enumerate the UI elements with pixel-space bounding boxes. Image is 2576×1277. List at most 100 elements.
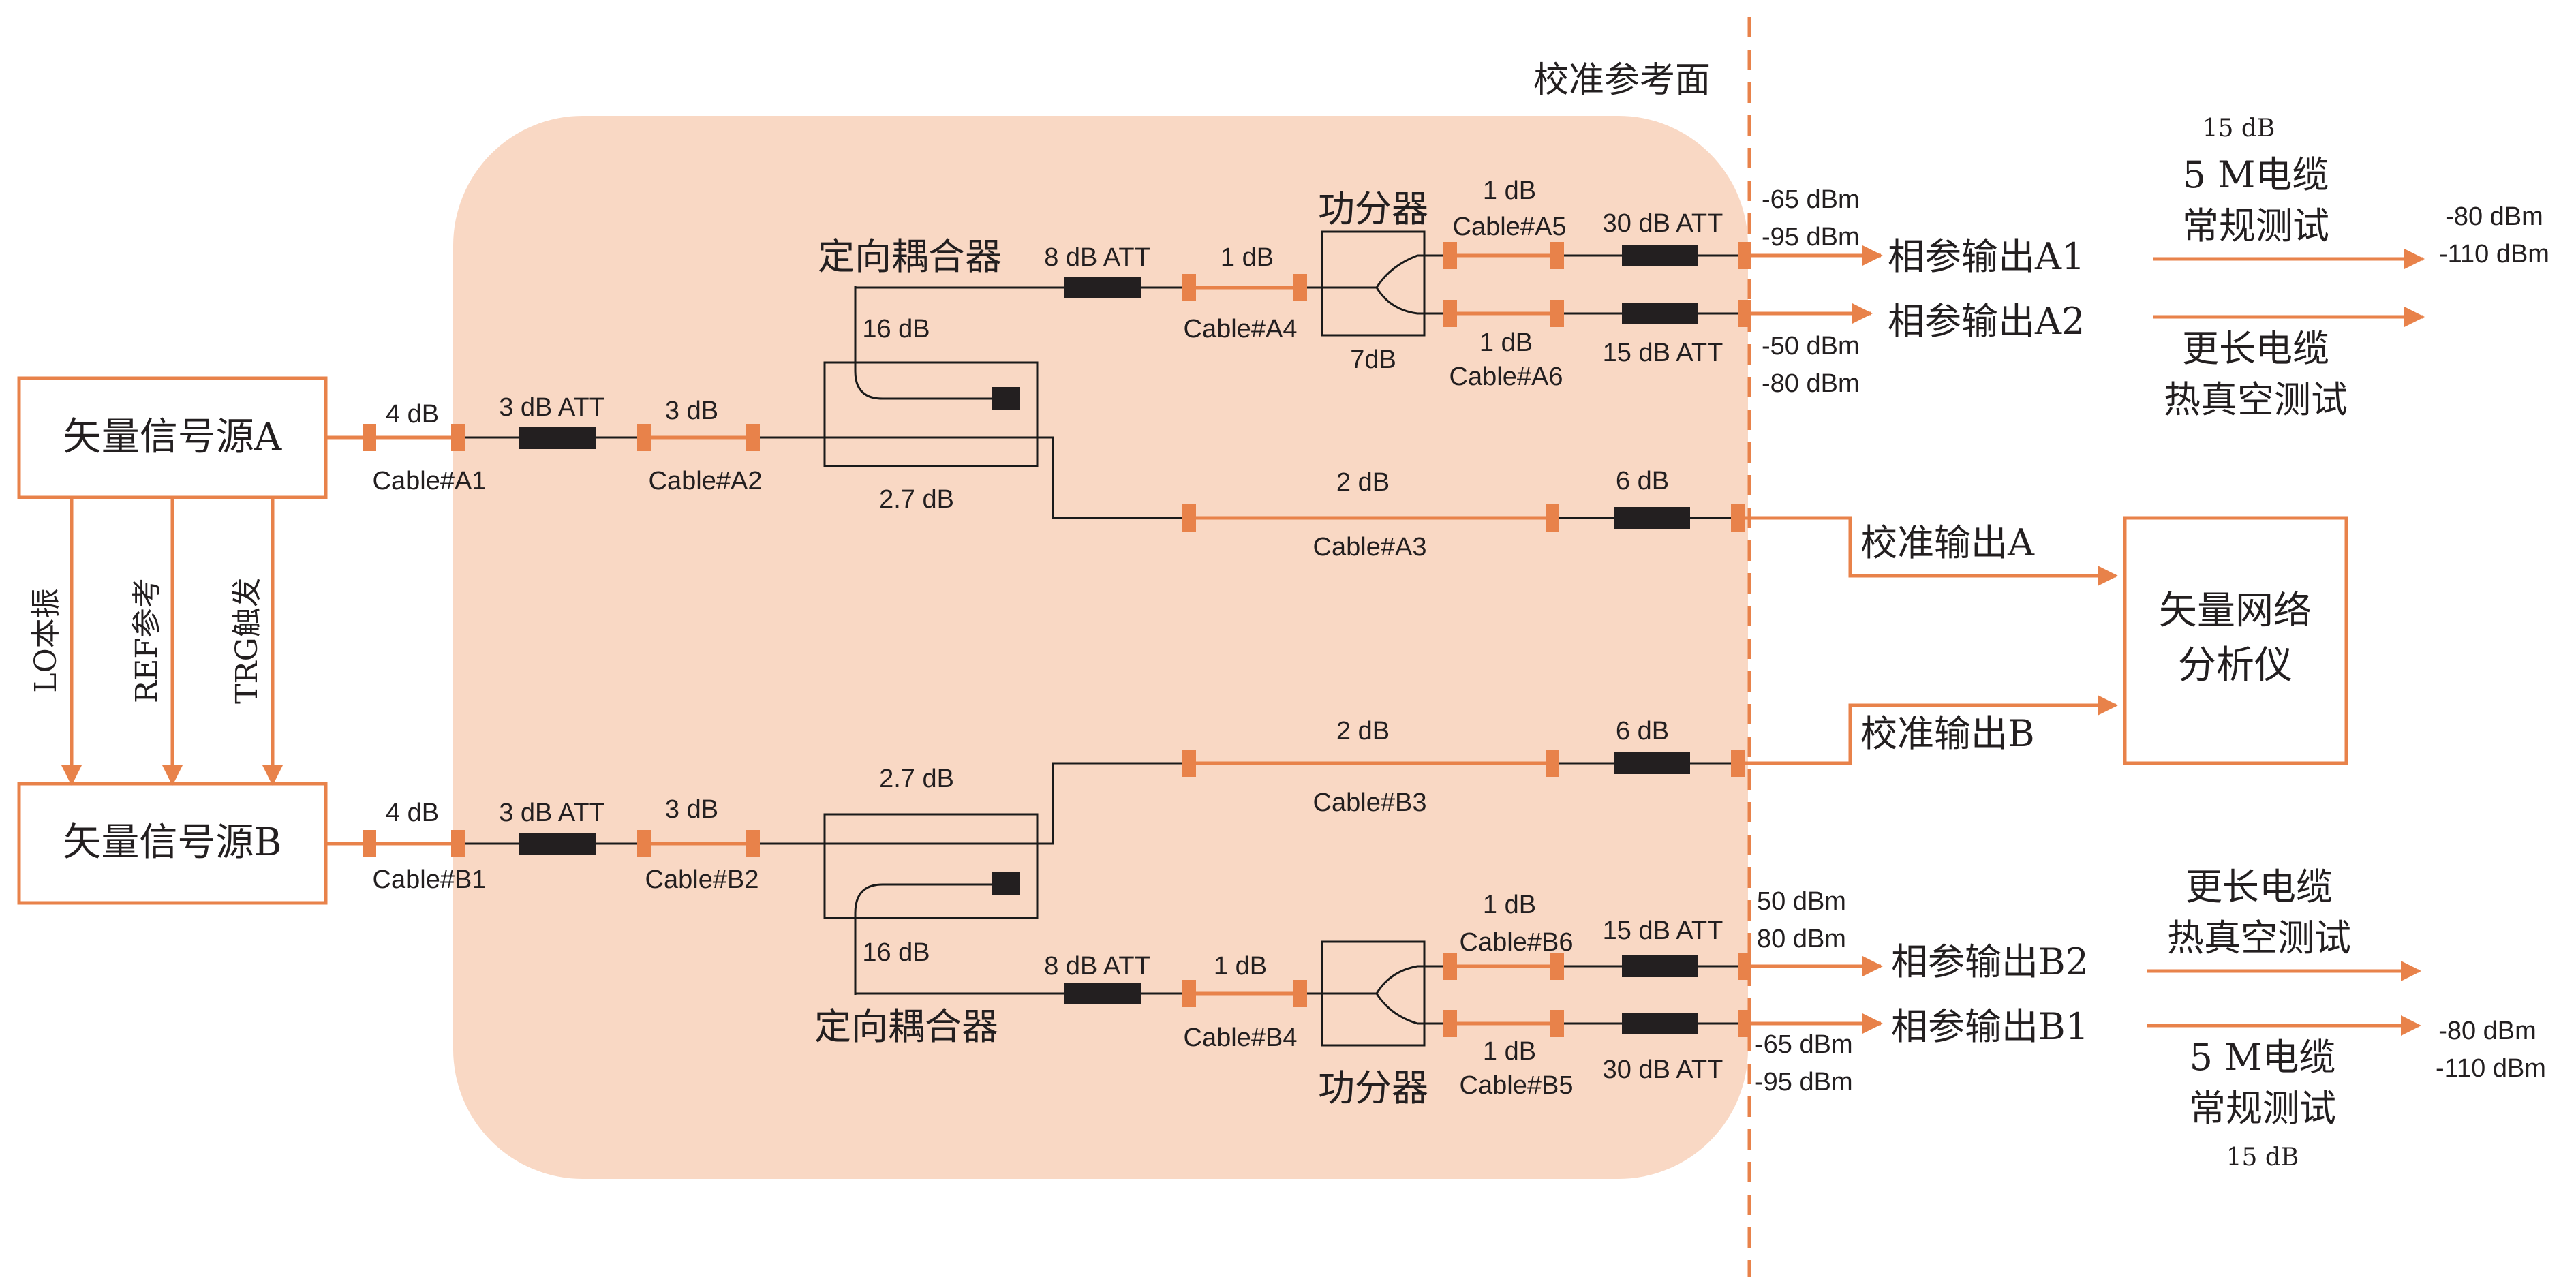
cable-b3-label: Cable#B3 [1313, 788, 1427, 817]
splitter-b-box [1321, 940, 1426, 1047]
att-a6-label: 15 dB ATT [1603, 339, 1723, 367]
cable5m-b-line1: 5 M电缆 [2190, 1036, 2336, 1079]
connector [1731, 750, 1745, 777]
vna-label-line1: 矢量网络 [2159, 589, 2312, 633]
cable-a3-loss: 2 dB [1336, 468, 1390, 497]
reference-plane-label: 校准参考面 [1533, 60, 1711, 101]
att-b3-label: 6 dB [1616, 717, 1669, 745]
att-b1-label: 3 dB ATT [499, 799, 605, 827]
connector [1738, 242, 1751, 269]
connector [1182, 980, 1196, 1007]
out-b1-power-1: -65 dBm [1755, 1030, 1853, 1059]
attenuator-8db-b [1064, 983, 1141, 1004]
coupler-a-through-loss: 2.7 dB [879, 485, 954, 514]
splitter-a-loss: 7dB [1350, 345, 1396, 374]
cal-out-a-arrow [1745, 516, 2118, 586]
cable-a6-label: Cable#A6 [1450, 363, 1563, 391]
cable-a2-label: Cable#A2 [649, 467, 763, 495]
coupler-b-coupled-arm [854, 883, 992, 995]
cable-b6-loss: 1 dB [1483, 891, 1536, 919]
out-a2-power-2: -80 dBm [1762, 369, 1860, 398]
connector [1550, 242, 1564, 269]
coupler-b-label: 定向耦合器 [814, 1005, 998, 1048]
cal-out-a-label: 校准输出A [1860, 521, 2035, 564]
connector [1738, 953, 1751, 980]
connector [1546, 504, 1559, 532]
line [1037, 762, 1189, 845]
splitter-a-arms [1339, 254, 1452, 315]
source-b-box [17, 782, 328, 905]
out-b2-power-1: 50 dBm [1757, 887, 1846, 916]
attenuator-6db-b [1614, 752, 1690, 774]
longer-b-line1: 更长电缆 [2186, 865, 2333, 908]
connector [1443, 300, 1457, 327]
final-a-power-2: -110 dBm [2439, 240, 2549, 268]
vna-box [2123, 516, 2348, 765]
attenuator-30db-a [1622, 245, 1698, 266]
out-b1-power-2: -95 dBm [1755, 1068, 1853, 1096]
source-a-box [17, 376, 328, 499]
connector [1731, 504, 1745, 532]
final-b-power-2: -110 dBm [2436, 1054, 2546, 1083]
cable5m-b-loss: 15 dB [2226, 1143, 2299, 1171]
cable-b4-loss: 1 dB [1214, 952, 1267, 981]
connector [363, 424, 376, 451]
connector [1182, 274, 1196, 301]
cal-out-b-label: 校准输出B [1860, 712, 2035, 755]
cable-b2-label: Cable#B2 [645, 865, 759, 894]
cable5m-a-line2: 常规测试 [2182, 204, 2329, 247]
out-a1-power-2: -95 dBm [1762, 223, 1860, 251]
cable-b6-label: Cable#B6 [1460, 928, 1574, 957]
longer-a-line2: 热真空测试 [2164, 378, 2348, 421]
connector [1182, 750, 1196, 777]
out-a1-label: 相参输出A1 [1888, 235, 2085, 278]
connector [1293, 274, 1307, 301]
final-b-power-1: -80 dBm [2438, 1017, 2536, 1045]
att-a3-label: 6 dB [1616, 467, 1669, 495]
coupler-a-coupling-loss: 16 dB [862, 315, 930, 343]
cable-b4-label: Cable#B4 [1184, 1024, 1298, 1052]
att-b-coupled-label: 8 dB ATT [1044, 952, 1150, 981]
cable-b5-label: Cable#B5 [1460, 1071, 1574, 1100]
splitter-b-label: 功分器 [1318, 1066, 1428, 1109]
connector [746, 830, 760, 857]
att-a1-label: 3 dB ATT [499, 393, 605, 422]
longer-b-line2: 热真空测试 [2167, 917, 2351, 959]
cable5m-a-loss: 15 dB [2203, 114, 2275, 142]
cable-a5-label: Cable#A5 [1453, 213, 1567, 241]
att-b6-label: 15 dB ATT [1603, 917, 1723, 945]
ref-sync-label: REF参考 [129, 578, 164, 703]
splitter-b-arms [1339, 965, 1452, 1025]
source-a-label: 矢量信号源A [63, 415, 282, 459]
splitter-a-box [1321, 230, 1426, 337]
coupler-a-termination [992, 387, 1020, 410]
attenuator-3db [519, 427, 596, 449]
cable5m-a-line1: 5 M电缆 [2183, 153, 2329, 196]
coupler-a-box [823, 361, 1039, 467]
trg-sync-label: TRG触发 [230, 577, 264, 704]
cable-a4-label: Cable#A4 [1184, 315, 1298, 343]
vna-label-line2: 分析仪 [2178, 643, 2293, 688]
calibration-panel [453, 116, 1748, 1179]
coupler-b-box [823, 813, 1039, 919]
longer-a-line1: 更长电缆 [2182, 327, 2329, 370]
source-b-label: 矢量信号源B [63, 820, 281, 865]
out-a2-label: 相参输出A2 [1888, 300, 2085, 343]
cable-a1-label: Cable#A1 [373, 467, 487, 495]
coupler-b-termination [992, 872, 1020, 895]
cable-a1-loss: 4 dB [386, 400, 439, 429]
cable-a5-loss: 1 dB [1483, 176, 1536, 205]
out-b1-label: 相参输出B1 [1891, 1005, 2089, 1048]
connector [637, 424, 651, 451]
attenuator-6db-a [1614, 507, 1690, 529]
attenuator-15db-b [1622, 955, 1698, 977]
cable-b1-label: Cable#B1 [373, 865, 487, 894]
out-a1-power-1: -65 dBm [1762, 185, 1860, 214]
connector [1550, 1010, 1564, 1037]
connector [1550, 953, 1564, 980]
connector [1738, 1010, 1751, 1037]
coupler-a-coupled-arm [854, 286, 992, 400]
connector [1443, 242, 1457, 269]
line [1037, 436, 1189, 519]
